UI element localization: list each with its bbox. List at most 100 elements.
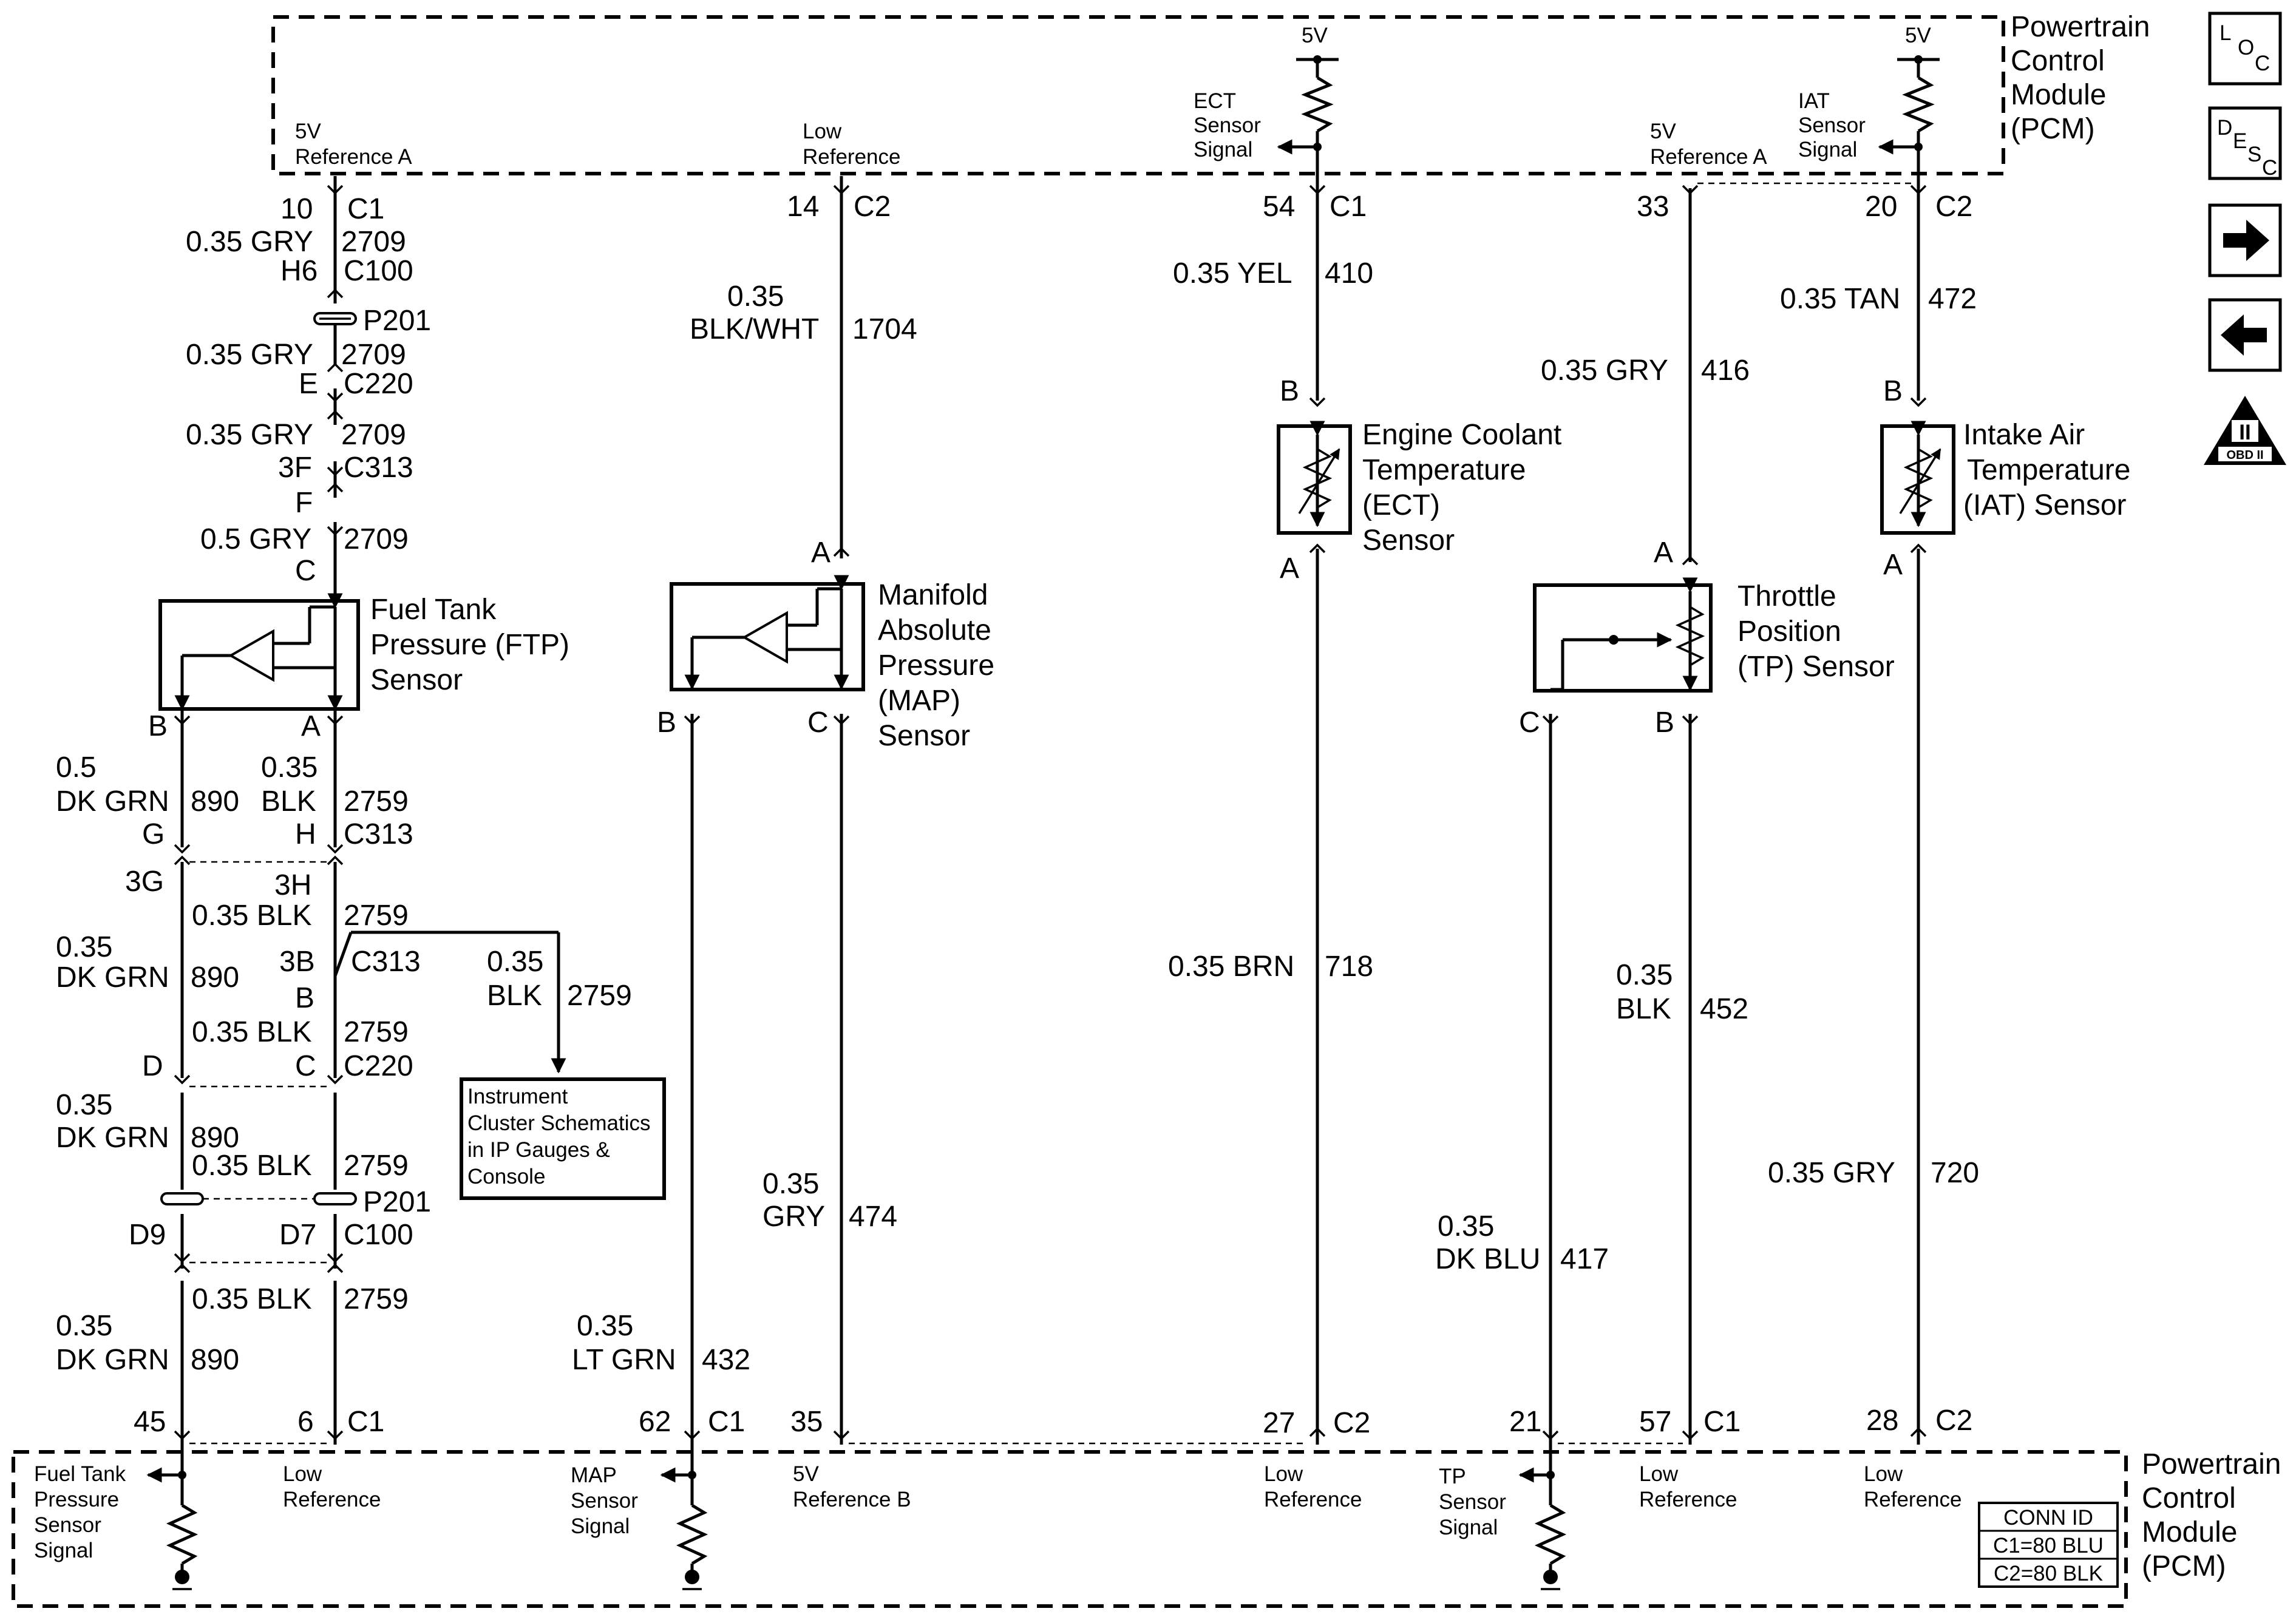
iat-sensor-label-2: Temperature (1967, 454, 2130, 486)
tp-signal-label-3: Signal (1439, 1516, 1498, 1539)
pin-57: 57 (1639, 1406, 1671, 1438)
wire-label: BLK (261, 785, 316, 818)
refA-label-2: Reference A (295, 145, 412, 169)
refB-label-2: Reference B (793, 1488, 911, 1511)
ftp-pulldown-resistor (146, 1445, 199, 1590)
map-sensor (670, 575, 865, 691)
lowref-label-2: Reference (1864, 1488, 1961, 1511)
iat-signal-label-2: Sensor (1798, 114, 1866, 137)
wire-label: 0.35 BLK (192, 900, 311, 932)
lowref-top-label-1: Low (803, 120, 842, 143)
circuit-2709: 2709 (341, 339, 406, 371)
conn-c313: C313 (344, 818, 413, 850)
conn-c100: C100 (344, 1219, 413, 1251)
left-arrow-icon (2221, 314, 2267, 356)
wire-label: 0.35 (56, 1089, 112, 1121)
map-pulldown-resistor (660, 1445, 708, 1590)
wire-label: 0.35 BLK (192, 1016, 311, 1048)
ect-pullup-resistor (1277, 55, 1339, 174)
ftp-signal-label-2: Pressure (34, 1488, 119, 1511)
desc-button[interactable]: D E S C (2208, 106, 2282, 180)
iat-signal-label-3: Signal (1798, 138, 1857, 161)
wire-label: DK GRN (56, 785, 169, 818)
right-arrow-icon (2223, 220, 2269, 261)
tp-sensor-label-1: Throttle (1737, 580, 1836, 612)
ect-sensor-label-2: Temperature (1362, 454, 1526, 486)
conn-p201: P201 (363, 305, 431, 337)
pcm-bottom-label-2: Control (2142, 1482, 2236, 1514)
tp-wires (1549, 188, 1692, 1445)
circuit-2759: 2759 (344, 1016, 409, 1048)
pcm-top-label-2: Control (2011, 45, 2105, 77)
ect-signal-label-1: ECT (1194, 89, 1236, 113)
wire-label: DK GRN (56, 961, 169, 994)
circuit-2709: 2709 (341, 226, 406, 258)
ftp-sensor-label-2: Pressure (FTP) (370, 629, 569, 661)
conn-p201: P201 (363, 1186, 431, 1218)
next-button[interactable] (2208, 203, 2282, 277)
iat-pullup-resistor (1878, 55, 1940, 174)
pin-d: D (142, 1050, 163, 1082)
ref-box-line-3: in IP Gauges & (467, 1138, 610, 1162)
wire-label: 0.35 (56, 1310, 112, 1342)
ftp-sensor-label-3: Sensor (370, 664, 463, 696)
conn-id-title: CONN ID (2003, 1506, 2093, 1530)
pcm-top-label-1: Powertrain (2011, 11, 2150, 43)
tp-sensor-label-2: Position (1737, 615, 1841, 648)
wire-label: 0.35 GRY (186, 226, 313, 258)
wire-label: DK GRN (56, 1122, 169, 1154)
instrument-cluster-branch (333, 931, 566, 1074)
p201-bottom-connector-2 (313, 1192, 357, 1205)
pin-a: A (1654, 537, 1673, 569)
iat-sensor-label-1: Intake Air (1963, 419, 2085, 451)
tp-sensor-label-3: (TP) Sensor (1737, 651, 1895, 683)
conn-c220: C220 (344, 1050, 413, 1082)
loc-letter-3: C (2255, 52, 2270, 75)
pcm-bottom-label-4: (PCM) (2142, 1550, 2226, 1582)
pcm-bottom-label-3: Module (2142, 1516, 2237, 1548)
loc-letter-2: O (2238, 36, 2254, 59)
wire-label: 0.35 YEL (1173, 257, 1292, 290)
ref-box-line-4: Console (467, 1165, 545, 1188)
lowref-label-2: Reference (1264, 1488, 1362, 1511)
circuit-417: 417 (1560, 1243, 1609, 1275)
circuit-474: 474 (849, 1201, 897, 1233)
obd2-button[interactable]: II OBD II (2204, 396, 2286, 465)
wire-label: 0.35 (577, 1310, 633, 1342)
loc-button[interactable]: L O C (2208, 12, 2282, 86)
obd2-label: OBD II (2226, 449, 2263, 462)
lowref-label-1: Low (1864, 1462, 1903, 1486)
wire-label: DK GRN (56, 1344, 169, 1376)
v5-ect-label: 5V (1302, 24, 1328, 47)
wire-label: DK BLU (1435, 1243, 1540, 1275)
ftp-signal-label-1: Fuel Tank (34, 1462, 126, 1486)
ect-sensor (1277, 421, 1352, 535)
pin-b: B (295, 982, 314, 1014)
ect-sensor-label-3: (ECT) (1362, 489, 1440, 521)
ect-signal-label-2: Sensor (1194, 114, 1261, 137)
pin-b: B (1655, 707, 1674, 739)
pin-c: C (807, 707, 829, 739)
wire-label: 0.35 (56, 931, 112, 963)
conn-id-c1: C1=80 BLU (1993, 1534, 2104, 1558)
pin-b: B (657, 707, 676, 739)
pin-f: F (295, 487, 313, 519)
circuit-2759: 2759 (344, 1150, 409, 1182)
pin-e: E (299, 368, 318, 400)
conn-c1: C1 (1330, 191, 1367, 223)
circuit-452: 452 (1700, 993, 1748, 1025)
obd2-roman: II (2239, 421, 2250, 444)
pin-c: C (295, 555, 316, 587)
pin-33: 33 (1637, 191, 1669, 223)
pin-45: 45 (134, 1406, 166, 1438)
wire-label: LT GRN (572, 1344, 676, 1376)
wire-label: 0.5 GRY (200, 523, 311, 555)
pin-a: A (1280, 552, 1299, 585)
pcm-bottom-border (12, 1450, 2128, 1608)
refA-label-1: 5V (295, 120, 321, 143)
previous-button[interactable] (2208, 298, 2282, 372)
ftp-sensor (158, 593, 360, 711)
pin-10: 10 (280, 193, 313, 225)
ref-box-line-2: Cluster Schematics (467, 1111, 650, 1135)
conn-c2: C2 (1935, 191, 1972, 223)
